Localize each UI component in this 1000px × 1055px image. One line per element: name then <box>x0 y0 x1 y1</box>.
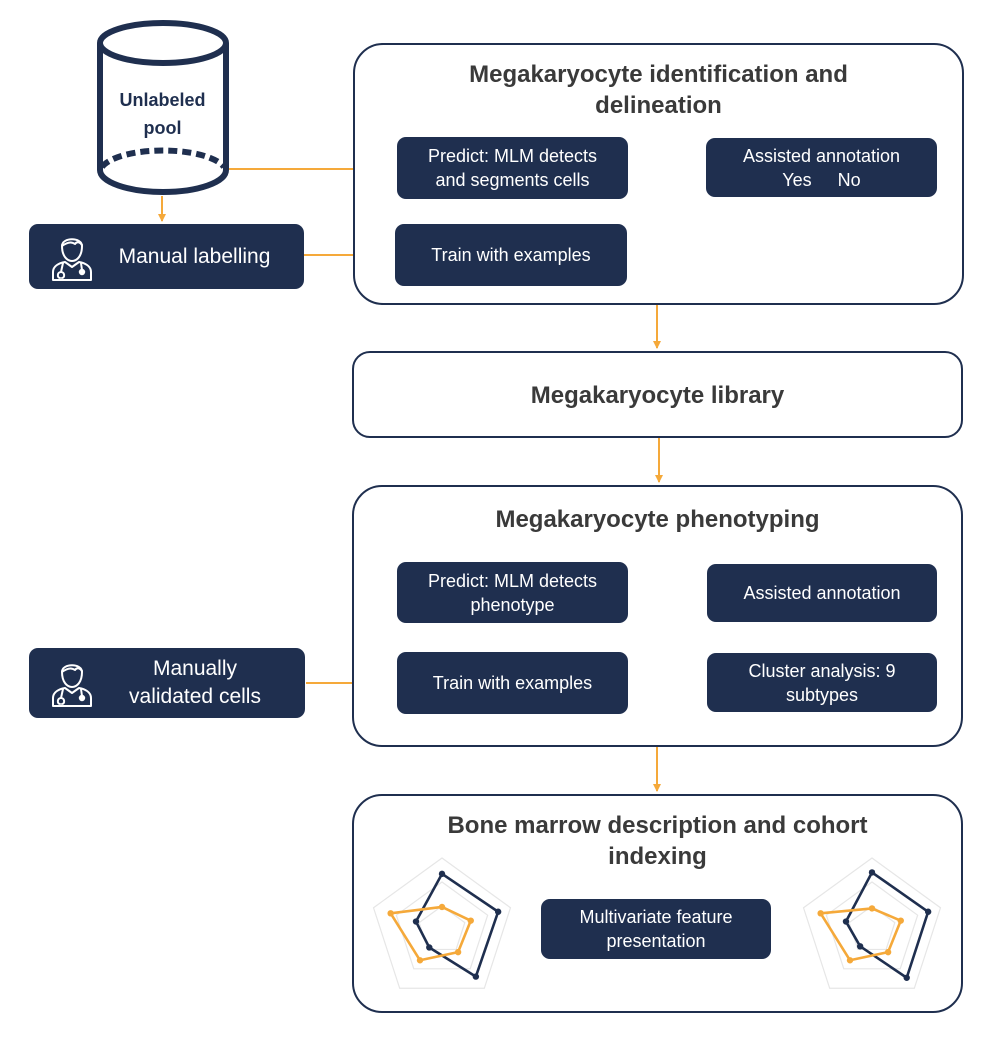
radar-point-navy <box>924 908 932 915</box>
phenotyping-predict-line1: Predict: MLM detects <box>427 570 598 591</box>
doctor-icon <box>52 664 92 707</box>
manually-validated-box: Manually validated cells <box>29 648 305 718</box>
phenotyping-title: Megakaryocyte phenotyping <box>495 506 820 533</box>
identification-title-line1: Megakaryocyte identification and <box>469 61 848 88</box>
radar-point-orange <box>438 903 446 911</box>
radar-chart-right <box>802 857 942 989</box>
phenotyping-assisted-label: Assisted annotation <box>743 583 901 603</box>
phenotyping-predict-box: Predict: MLM detects phenotype <box>397 562 628 623</box>
bone-marrow-title-line1: Bone marrow description and cohort <box>447 812 868 839</box>
cluster-analysis-line1: Cluster analysis: 9 <box>748 660 896 681</box>
radar-point-navy <box>868 869 876 876</box>
radar-grid-ring <box>418 905 466 951</box>
identification-predict-line1: Predict: MLM detects <box>427 146 598 166</box>
radar-point-navy <box>438 870 446 878</box>
identification-assisted-box: Assisted annotation Yes No <box>706 138 937 197</box>
identification-train-box: Train with examples <box>395 224 627 286</box>
radar-point-orange <box>868 905 876 912</box>
phenotyping-predict-line2: phenotype <box>470 594 555 615</box>
manual-labelling-box: Manual labelling <box>29 224 304 289</box>
radar-point-navy <box>472 973 480 980</box>
identification-assisted-line1: Assisted annotation <box>742 145 901 166</box>
radar-point-navy <box>842 918 850 925</box>
multivariate-feature-box: Multivariate feature presentation <box>541 899 771 959</box>
radar-point-navy <box>903 974 910 981</box>
library-title: Megakaryocyte library <box>530 382 785 409</box>
no-option[interactable]: No <box>837 169 861 190</box>
radar-series-navy <box>844 871 930 980</box>
database-cylinder-icon <box>97 20 229 195</box>
radar-point-navy <box>856 943 864 950</box>
unlabeled-pool-line2: pool <box>143 118 182 138</box>
library-panel: Megakaryocyte library <box>352 351 963 438</box>
manually-validated-line2: validated cells <box>129 685 261 708</box>
bone-marrow-title-line2: indexing <box>608 843 707 870</box>
identification-predict-box: Predict: MLM detects and segments cells <box>397 137 628 199</box>
yes-no-options: Yes No <box>769 168 873 192</box>
radar-series-navy <box>414 872 500 978</box>
radar-chart-left <box>372 857 512 989</box>
radar-point-orange <box>467 917 474 924</box>
bone-marrow-title: Bone marrow description and cohort index… <box>354 810 961 872</box>
phenotyping-assisted-box: Assisted annotation <box>707 564 937 622</box>
radar-grid-ring <box>372 857 512 989</box>
radar-point-orange <box>846 957 854 964</box>
identification-predict-line2: and segments cells <box>435 170 590 190</box>
manual-labelling-label: Manual labelling <box>118 244 271 268</box>
radar-series-orange <box>389 905 473 962</box>
doctor-icon <box>52 237 92 281</box>
manually-validated-label: Manually validated cells <box>95 655 305 711</box>
unlabeled-pool-label: Unlabeled pool <box>97 86 228 142</box>
radar-point-navy <box>412 918 420 925</box>
radar-point-orange <box>884 948 892 956</box>
radar-point-navy <box>426 944 433 951</box>
cluster-analysis-line2: subtypes <box>785 684 859 705</box>
identification-title-line2: delineation <box>595 92 722 119</box>
radar-point-orange <box>817 910 824 917</box>
yes-option[interactable]: Yes <box>782 169 812 190</box>
multivariate-line2: presentation <box>606 931 706 951</box>
phenotyping-train-box: Train with examples <box>397 652 628 714</box>
multivariate-line1: Multivariate feature <box>579 907 733 927</box>
radar-grid-ring <box>395 881 489 970</box>
radar-grid-ring <box>802 857 942 989</box>
radar-point-orange <box>897 917 904 924</box>
radar-point-orange <box>454 948 462 956</box>
radar-point-orange <box>416 957 424 964</box>
radar-grid-ring <box>848 905 896 951</box>
radar-grid-ring <box>825 881 919 970</box>
radar-point-orange <box>387 910 394 917</box>
identification-train-label: Train with examples <box>431 245 591 265</box>
identification-title: Megakaryocyte identification and delinea… <box>355 59 962 121</box>
phenotyping-train-label: Train with examples <box>432 673 593 693</box>
radar-point-navy <box>494 908 502 915</box>
unlabeled-pool-line1: Unlabeled <box>119 90 206 110</box>
manually-validated-line1: Manually <box>152 657 238 680</box>
radar-series-orange <box>819 907 903 962</box>
cluster-analysis-box: Cluster analysis: 9 subtypes <box>707 653 937 712</box>
